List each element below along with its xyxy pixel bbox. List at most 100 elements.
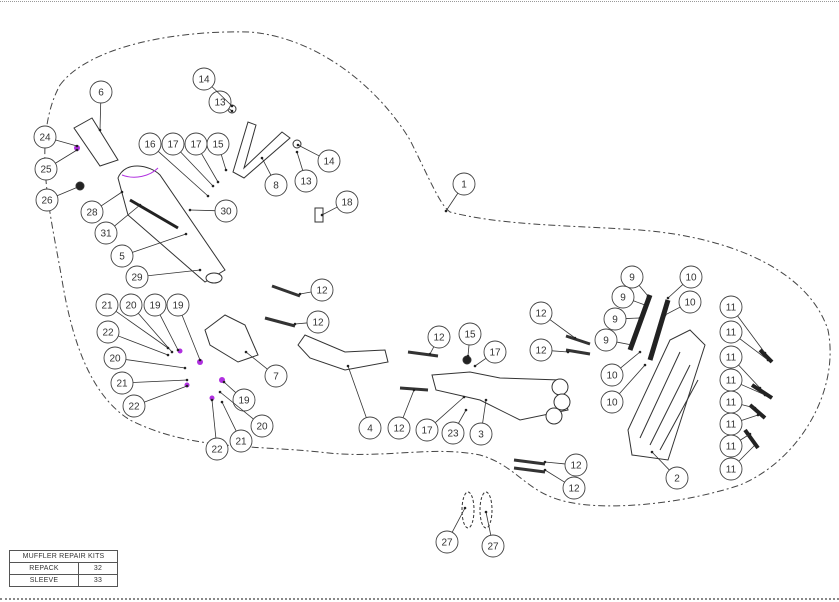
callout-number: 10 xyxy=(606,398,618,409)
leader-dot xyxy=(428,352,432,356)
callout-bubble xyxy=(310,278,334,302)
leader-dot xyxy=(473,364,477,368)
callout-bubble xyxy=(678,290,702,314)
leader-dot xyxy=(756,413,760,417)
callout-number: 4 xyxy=(367,424,373,435)
callout-bubble xyxy=(119,293,143,317)
callout-12: 12 xyxy=(298,278,334,302)
callout-number: 12 xyxy=(535,309,547,320)
callout-20: 20 xyxy=(119,293,174,354)
leader-dot xyxy=(630,343,634,347)
leader-line xyxy=(467,344,470,357)
callout-bubble xyxy=(96,320,120,344)
leader-dot xyxy=(466,354,470,358)
kit-name: REPACK xyxy=(9,562,79,575)
callout-bubble xyxy=(95,293,119,317)
leader-line xyxy=(485,511,492,536)
callout-11: 11 xyxy=(719,443,757,481)
callout-number: 1 xyxy=(461,180,467,191)
callout-bubble xyxy=(161,132,185,156)
leader-line xyxy=(551,350,569,353)
muffler-outlet xyxy=(205,272,223,284)
leader-line xyxy=(429,346,435,355)
leader-line xyxy=(549,319,576,339)
callout-number: 27 xyxy=(441,538,453,549)
callout-15: 15 xyxy=(206,132,230,172)
leader-line xyxy=(434,396,465,423)
leader-dot xyxy=(244,350,248,354)
callout-12: 12 xyxy=(529,338,570,362)
leader-dot xyxy=(184,232,188,236)
leader-dot xyxy=(218,390,222,394)
table-row: REPACK 32 xyxy=(9,562,118,575)
callout-bubble xyxy=(620,265,644,289)
callout-number: 12 xyxy=(570,461,582,472)
callout-19: 19 xyxy=(222,380,256,412)
leader-dot xyxy=(646,294,650,298)
leader-line xyxy=(738,444,756,462)
leader-dot xyxy=(183,366,187,370)
callout-bubble xyxy=(469,422,493,446)
callout-number: 17 xyxy=(489,348,501,359)
callout-bubble xyxy=(208,90,232,114)
callout-7: 7 xyxy=(244,350,288,388)
callout-6: 6 xyxy=(89,80,113,132)
muffler-sleeve-accent xyxy=(121,167,159,178)
leader-dot xyxy=(188,208,192,212)
leader-dot xyxy=(650,450,654,454)
leader-line xyxy=(664,306,681,316)
callout-31: 31 xyxy=(94,203,142,245)
callout-13: 13 xyxy=(208,90,234,114)
callout-11: 11 xyxy=(719,345,762,390)
callout-bubble xyxy=(34,157,58,181)
kits-table-title: MUFFLER REPAIR KITS xyxy=(9,550,118,563)
callout-number: 9 xyxy=(620,293,626,304)
header-pipes xyxy=(627,329,706,461)
leader-line xyxy=(738,364,761,389)
callout-number: 28 xyxy=(86,208,98,219)
callout-number: 21 xyxy=(116,379,128,390)
leader-dot xyxy=(185,384,189,388)
callout-9: 9 xyxy=(611,285,647,309)
callout-bubble xyxy=(294,169,318,193)
leader-line xyxy=(132,233,187,253)
callout-bubble xyxy=(110,371,134,395)
callout-bubble xyxy=(441,421,465,445)
callout-number: 15 xyxy=(212,140,224,151)
callout-number: 12 xyxy=(393,424,405,435)
callout-number: 22 xyxy=(128,402,140,413)
callout-17: 17 xyxy=(415,395,466,442)
callout-25: 25 xyxy=(34,148,79,181)
leader-dot xyxy=(176,348,180,352)
leader-dot xyxy=(763,351,767,355)
callout-24: 24 xyxy=(33,125,79,149)
collector-pipe xyxy=(431,371,569,421)
callout-number: 19 xyxy=(149,301,161,312)
frame-bottom-border xyxy=(0,598,839,600)
callout-21: 21 xyxy=(220,400,253,453)
leader-line xyxy=(402,389,415,418)
callout-number: 3 xyxy=(478,430,484,441)
leader-line xyxy=(132,379,188,383)
leader-line xyxy=(296,151,304,171)
callout-number: 29 xyxy=(131,273,143,284)
leader-dot xyxy=(484,510,488,514)
callout-20: 20 xyxy=(103,346,187,370)
leader-dot xyxy=(120,190,124,194)
callout-12: 12 xyxy=(543,453,588,477)
callout-bubble xyxy=(138,132,162,156)
callout-10: 10 xyxy=(600,350,642,387)
callout-28: 28 xyxy=(80,190,124,224)
leader-line xyxy=(118,335,169,356)
leader-line xyxy=(261,157,272,176)
callout-bubble xyxy=(358,416,382,440)
leader-line xyxy=(638,285,649,297)
leader-line xyxy=(147,269,201,277)
leader-dot xyxy=(464,408,468,412)
callout-18: 18 xyxy=(320,190,359,217)
callout-17: 17 xyxy=(473,340,507,368)
callout-bubble xyxy=(229,429,253,453)
callout-bubble xyxy=(184,132,208,156)
callout-13: 13 xyxy=(294,150,318,193)
leader-dot xyxy=(216,180,220,184)
